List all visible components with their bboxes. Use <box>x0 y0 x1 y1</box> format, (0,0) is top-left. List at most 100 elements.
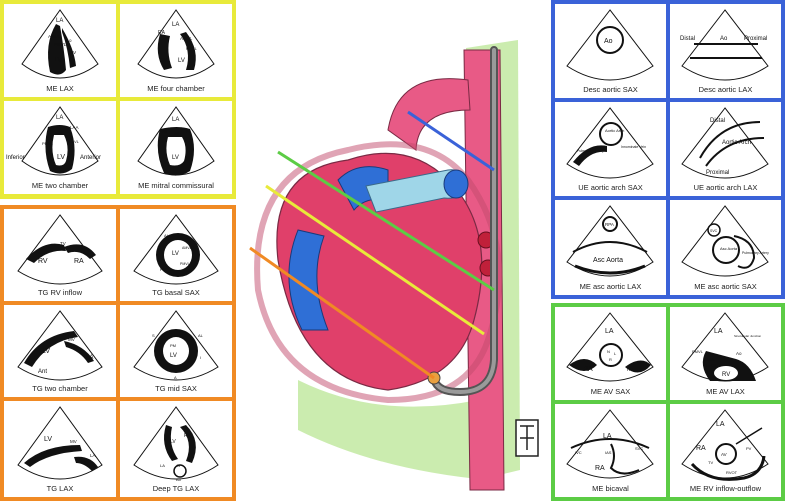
desc-aortic-lax-caption: Desc aortic LAX <box>698 85 753 94</box>
tg-lax-label-3: LA <box>90 453 96 458</box>
me-av-sax-label-1: RA <box>583 366 593 373</box>
me-av-lax-echo-icon: LA Sinotubular Junction PMVL AMVL Ao LVO… <box>681 312 769 382</box>
tg-rvi-label-2: RA <box>74 258 84 265</box>
deep-tg-lax-echo-icon: LV RV AV LA Ao <box>133 406 219 482</box>
desc-lax-label-0: Distal <box>680 36 695 42</box>
view-deep-tg-lax: LV RV AV LA Ao Deep TG LAX <box>120 401 232 497</box>
view-me-two-chamber: LA LAA LV AMVL PMVL Inferior Anterior ME… <box>4 101 116 194</box>
me-mitral-commissural-echo-icon: LA P3 A2 P1 LV <box>137 106 215 176</box>
tg-lax-label-2: Ao <box>80 459 86 464</box>
me-rvio-label-2: AV <box>721 452 727 457</box>
me-bicaval-caption: ME bicaval <box>592 484 629 493</box>
me-bicaval-label-1: SVC <box>635 446 643 451</box>
me-av-lax-label-6: RV <box>722 372 730 378</box>
deep-tg-label-1: RV <box>184 433 192 439</box>
me-rv-inflow-outflow-caption: ME RV inflow-outflow <box>689 484 762 493</box>
desc-aortic-sax-caption: Desc aortic SAX <box>583 85 638 94</box>
deep-tg-label-4: Ao <box>176 477 182 482</box>
me-2c-label-5: Inferior <box>6 155 25 161</box>
me-2c-label-6: Anterior <box>80 155 101 161</box>
plane-line-yellow <box>265 184 485 336</box>
plane-line-green <box>277 150 495 292</box>
me-bicaval-label-2: IAS <box>605 450 612 455</box>
view-ue-aortic-arch-sax: Aortic Arch Pulmonary Artery Innominate … <box>555 102 666 196</box>
plane-line-orange <box>249 246 435 380</box>
ue-lax-label-2: Proximal <box>706 170 729 176</box>
me-bicaval-label-0: LA <box>603 433 612 440</box>
me-2c-label-0: LA <box>56 115 63 121</box>
tg-bs-label-1: PM <box>160 267 166 272</box>
me-mc-label-3: P1 <box>186 129 192 134</box>
tg-basal-sax-echo-icon: AL PM LV AMVL PMVL <box>133 214 219 285</box>
me-av-sax-label-3: L <box>614 351 617 356</box>
view-me-four-chamber: LA AMVL RA LV RV PMVL ME four chamber <box>120 4 232 97</box>
view-tg-lax: LV MV Ao LA TG LAX <box>4 401 116 497</box>
me-rvio-label-1: RA <box>696 445 706 452</box>
me-lax-label-3: LV <box>54 57 62 64</box>
tg-ms-label-0: S <box>152 333 155 338</box>
deep-tg-label-0: LV <box>170 439 176 445</box>
tg-rvi-label-0: TV <box>60 241 66 246</box>
me-asc-lax-label-1: Asc Aorta <box>593 257 623 264</box>
tg-ms-label-2: LV <box>170 353 177 359</box>
view-me-mitral-commissural: LA P3 A2 P1 LV ME mitral commissural <box>120 101 232 194</box>
tee-probe-highlight <box>432 48 496 395</box>
me-mc-label-1: P3 <box>162 129 168 134</box>
view-me-asc-aortic-sax: SVC Asc Aorta Pulmonary Artery ME asc ao… <box>670 200 781 295</box>
me-4c-label-5: PMVL <box>186 46 198 51</box>
me-rvio-label-4: PV <box>746 446 752 451</box>
me-rv-io-echo-icon: LA RA AV TV PV RVOT <box>681 409 769 481</box>
me-lax-label-0: LA <box>56 18 63 24</box>
view-desc-aortic-sax: Ao Desc aortic SAX <box>555 4 666 98</box>
me-two-chamber-echo-icon: LA LAA LV AMVL PMVL Inferior Anterior <box>6 106 101 176</box>
me-2c-label-4: PMVL <box>42 141 54 146</box>
plane-line-blue <box>407 110 495 172</box>
me-two-chamber-caption: ME two chamber <box>31 181 89 190</box>
desc-lax-label-1: Ao <box>720 36 728 42</box>
ue-lax-label-0: Distal <box>710 118 725 124</box>
tg-rv-inflow-caption: TG RV inflow <box>37 288 83 297</box>
view-desc-aortic-lax: Distal Ao Proximal Desc aortic LAX <box>670 4 781 98</box>
heart-illustration <box>249 40 539 491</box>
view-tg-basal-sax: AL PM LV AMVL PMVL TG basal SAX <box>120 209 232 301</box>
me-lax-caption: ME LAX <box>46 84 74 93</box>
me-asc-lax-echo-icon: RPA Asc Aorta <box>566 205 654 277</box>
yellow-panel: LA AMVL PMVL LV RV Ao ME LAX LA AMVL RA … <box>0 0 236 199</box>
me-lax-label-5: Ao <box>66 38 72 43</box>
desc-lax-label-2: Proximal <box>744 36 767 42</box>
view-me-lax: LA AMVL PMVL LV RV Ao ME LAX <box>4 4 116 97</box>
view-me-av-sax: LA RA N L R RV ME AV SAX <box>555 307 666 400</box>
me-four-chamber-echo-icon: LA AMVL RA LV RV PMVL <box>137 9 215 79</box>
blue-panel: Ao Desc aortic SAX Distal Ao Proximal De… <box>551 0 785 299</box>
tg-bs-label-4: PMVL <box>180 262 190 266</box>
ue-lax-label-1: Aortic Arch <box>722 140 751 146</box>
me-av-lax-label-1: Sinotubular Junction <box>734 334 762 338</box>
desc-aortic-sax-echo-icon: Ao <box>566 9 654 81</box>
artist-signature-glyph <box>520 425 534 450</box>
me-av-lax-caption: ME AV LAX <box>706 387 745 396</box>
tg-mid-sax-echo-icon: S PM LV AL I A <box>133 310 219 381</box>
me-4c-label-3: LV <box>178 58 185 64</box>
me-bicaval-echo-icon: LA SVC IAS IVC RA <box>566 409 654 479</box>
tg-lax-label-0: LV <box>44 436 52 443</box>
view-me-asc-aortic-lax: RPA Asc Aorta ME asc aortic LAX <box>555 200 666 295</box>
tg-lax-caption: TG LAX <box>46 484 74 493</box>
desc-aortic-lax-echo-icon: Distal Ao Proximal <box>680 9 769 81</box>
view-ue-aortic-arch-lax: Distal Aortic Arch Proximal UE aortic ar… <box>670 102 781 196</box>
me-lax-label-2: PMVL <box>54 42 67 47</box>
tg-basal-sax-caption: TG basal SAX <box>152 288 200 297</box>
tg-ms-label-3: AL <box>198 333 204 338</box>
view-me-rv-inflow-outflow: LA RA AV TV PV RVOT ME RV inflow-outflow <box>670 404 781 497</box>
me-asc-aortic-sax-caption: ME asc aortic SAX <box>694 282 757 291</box>
ue-aortic-arch-lax-caption: UE aortic arch LAX <box>693 183 758 192</box>
me-av-lax-label-5: LVOT <box>706 363 717 368</box>
heart-body <box>276 152 483 391</box>
me-av-lax-label-0: LA <box>714 328 723 335</box>
me-asc-sax-echo-icon: SVC Asc Aorta Pulmonary Artery <box>681 205 769 277</box>
me-av-sax-label-2: N <box>607 349 610 354</box>
me-av-sax-label-4: R <box>609 357 612 362</box>
ue-sax-label-0: Aortic Arch <box>605 128 624 133</box>
tg-lax-echo-icon: LV MV Ao LA <box>17 406 103 480</box>
view-me-av-lax: LA Sinotubular Junction PMVL AMVL Ao LVO… <box>670 307 781 400</box>
me-asc-aortic-lax-caption: ME asc aortic LAX <box>579 282 642 291</box>
